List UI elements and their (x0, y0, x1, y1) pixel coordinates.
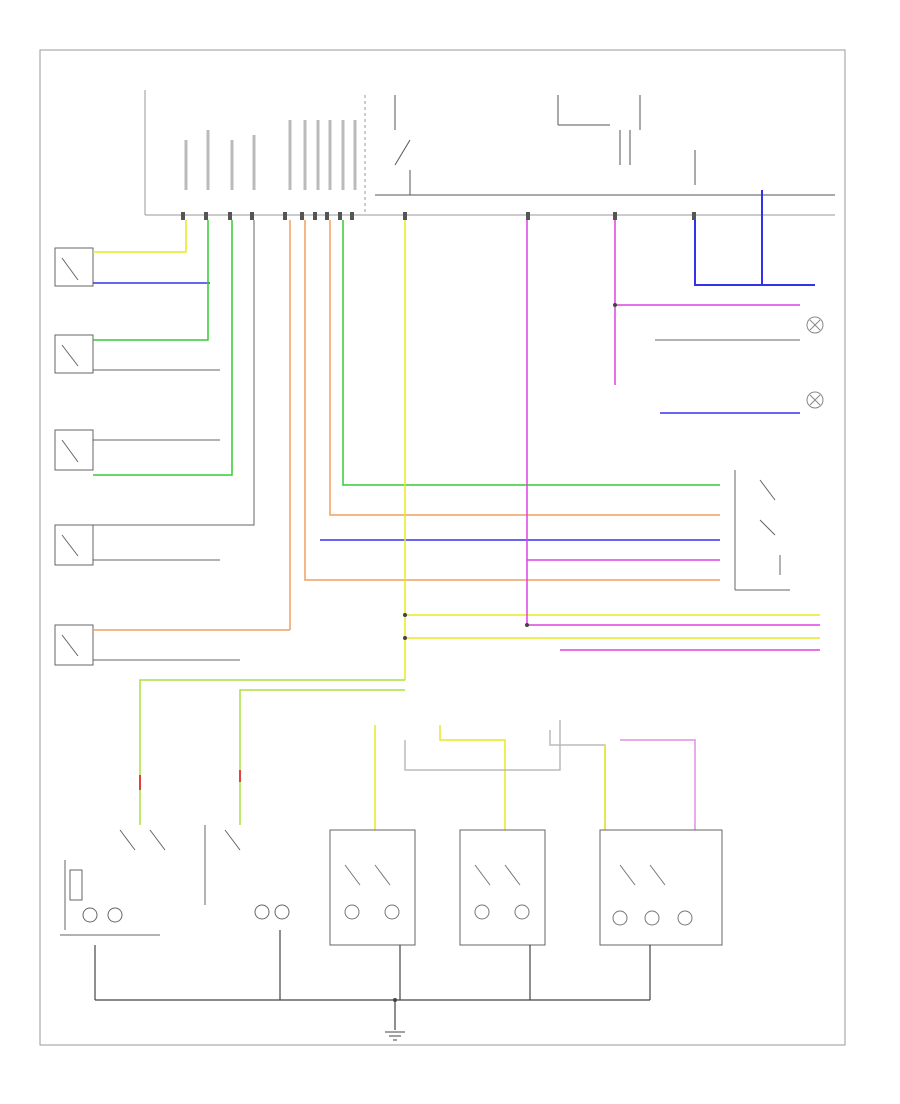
lamp-right-lower (806, 391, 824, 409)
wire-lower-network (374, 720, 696, 830)
left-switch-5 (54, 624, 94, 666)
wire-yellow-left (93, 220, 187, 253)
wire-black-right (655, 339, 800, 414)
top-module-pins (181, 212, 696, 220)
lamp-module-3 (329, 829, 416, 946)
lamp-module-bulbs (344, 864, 693, 926)
pin-label-stubs (184, 120, 357, 190)
lamp-module-1 (60, 829, 166, 936)
wire-yellow-main (404, 220, 820, 680)
lamp-module-5 (599, 829, 723, 946)
diagram-frame (39, 49, 846, 1046)
left-switch-1 (54, 247, 94, 287)
ground-symbol (385, 1031, 405, 1041)
instrument-panel-switch (734, 470, 790, 591)
fuse-block-top-3 (639, 95, 696, 185)
wire-yellow-green-lower (139, 679, 405, 825)
wire-black-left (93, 220, 255, 661)
left-switch-4 (54, 524, 94, 566)
fuse-block-top-2 (557, 95, 631, 165)
lamp-module-4 (459, 829, 546, 946)
fuse-block-top-1 (375, 95, 835, 196)
wire-blue-top (694, 190, 815, 286)
lamp-module-2 (204, 825, 290, 920)
lamp-right-upper (806, 316, 824, 334)
wire-violet-right (614, 220, 800, 385)
wire-orange (93, 220, 720, 631)
wire-green-left (93, 220, 233, 476)
left-switch-2 (54, 334, 94, 374)
wire-red-stub (139, 770, 241, 790)
wire-green-mid (342, 220, 720, 486)
ground-bus (94, 930, 651, 1030)
top-module (144, 90, 835, 216)
left-switch-3 (54, 429, 94, 471)
junction-dots (393, 303, 617, 1002)
